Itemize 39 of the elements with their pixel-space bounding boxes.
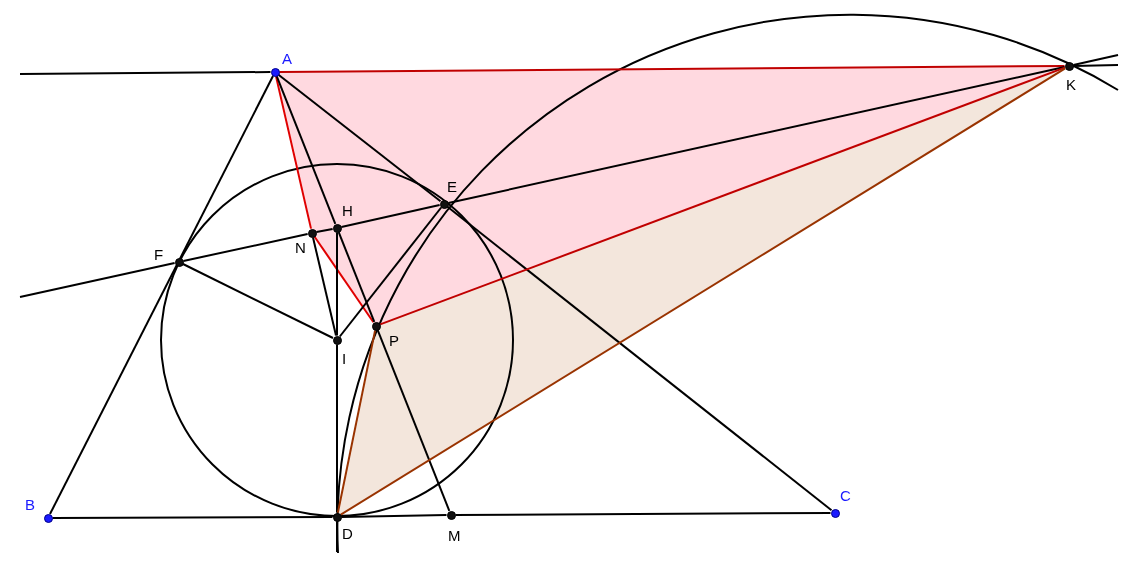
line-segment <box>277 73 442 203</box>
line-segment <box>275 75 312 230</box>
line-segment <box>51 516 334 519</box>
line-segment <box>447 66 1066 204</box>
line-segment <box>336 231 338 337</box>
line-segment <box>182 233 309 262</box>
point-label: K <box>1066 77 1076 92</box>
line-segment <box>454 512 832 516</box>
point-label: F <box>154 247 164 262</box>
point-label: B <box>25 497 35 512</box>
line-segment <box>19 71 272 75</box>
point-label: C <box>840 488 851 503</box>
line-segment <box>278 65 1066 73</box>
line-segment <box>19 262 176 298</box>
point-label: D <box>342 526 353 541</box>
line-segment <box>376 329 451 512</box>
line-segment <box>312 236 337 337</box>
line-segment <box>340 514 448 518</box>
line-segment <box>1072 54 1119 66</box>
line-segment <box>313 235 375 324</box>
line-segment <box>337 231 376 323</box>
line-segment <box>315 227 334 234</box>
point-label: A <box>282 51 292 66</box>
point-label: E <box>447 179 457 194</box>
line-segment <box>336 329 377 514</box>
point-label: H <box>342 203 353 218</box>
line-segment <box>49 75 274 515</box>
point-label: P <box>389 333 399 348</box>
line-segment <box>446 205 833 512</box>
line-segment <box>336 520 338 553</box>
point-label: M <box>448 528 461 543</box>
line-segment <box>182 263 334 339</box>
point-label: I <box>342 351 347 366</box>
line-segment <box>336 343 338 514</box>
line-segment <box>338 206 443 338</box>
line-segment <box>340 204 441 228</box>
point-label: N <box>295 240 306 255</box>
line-segment <box>275 75 337 225</box>
line-segment <box>1072 64 1119 67</box>
